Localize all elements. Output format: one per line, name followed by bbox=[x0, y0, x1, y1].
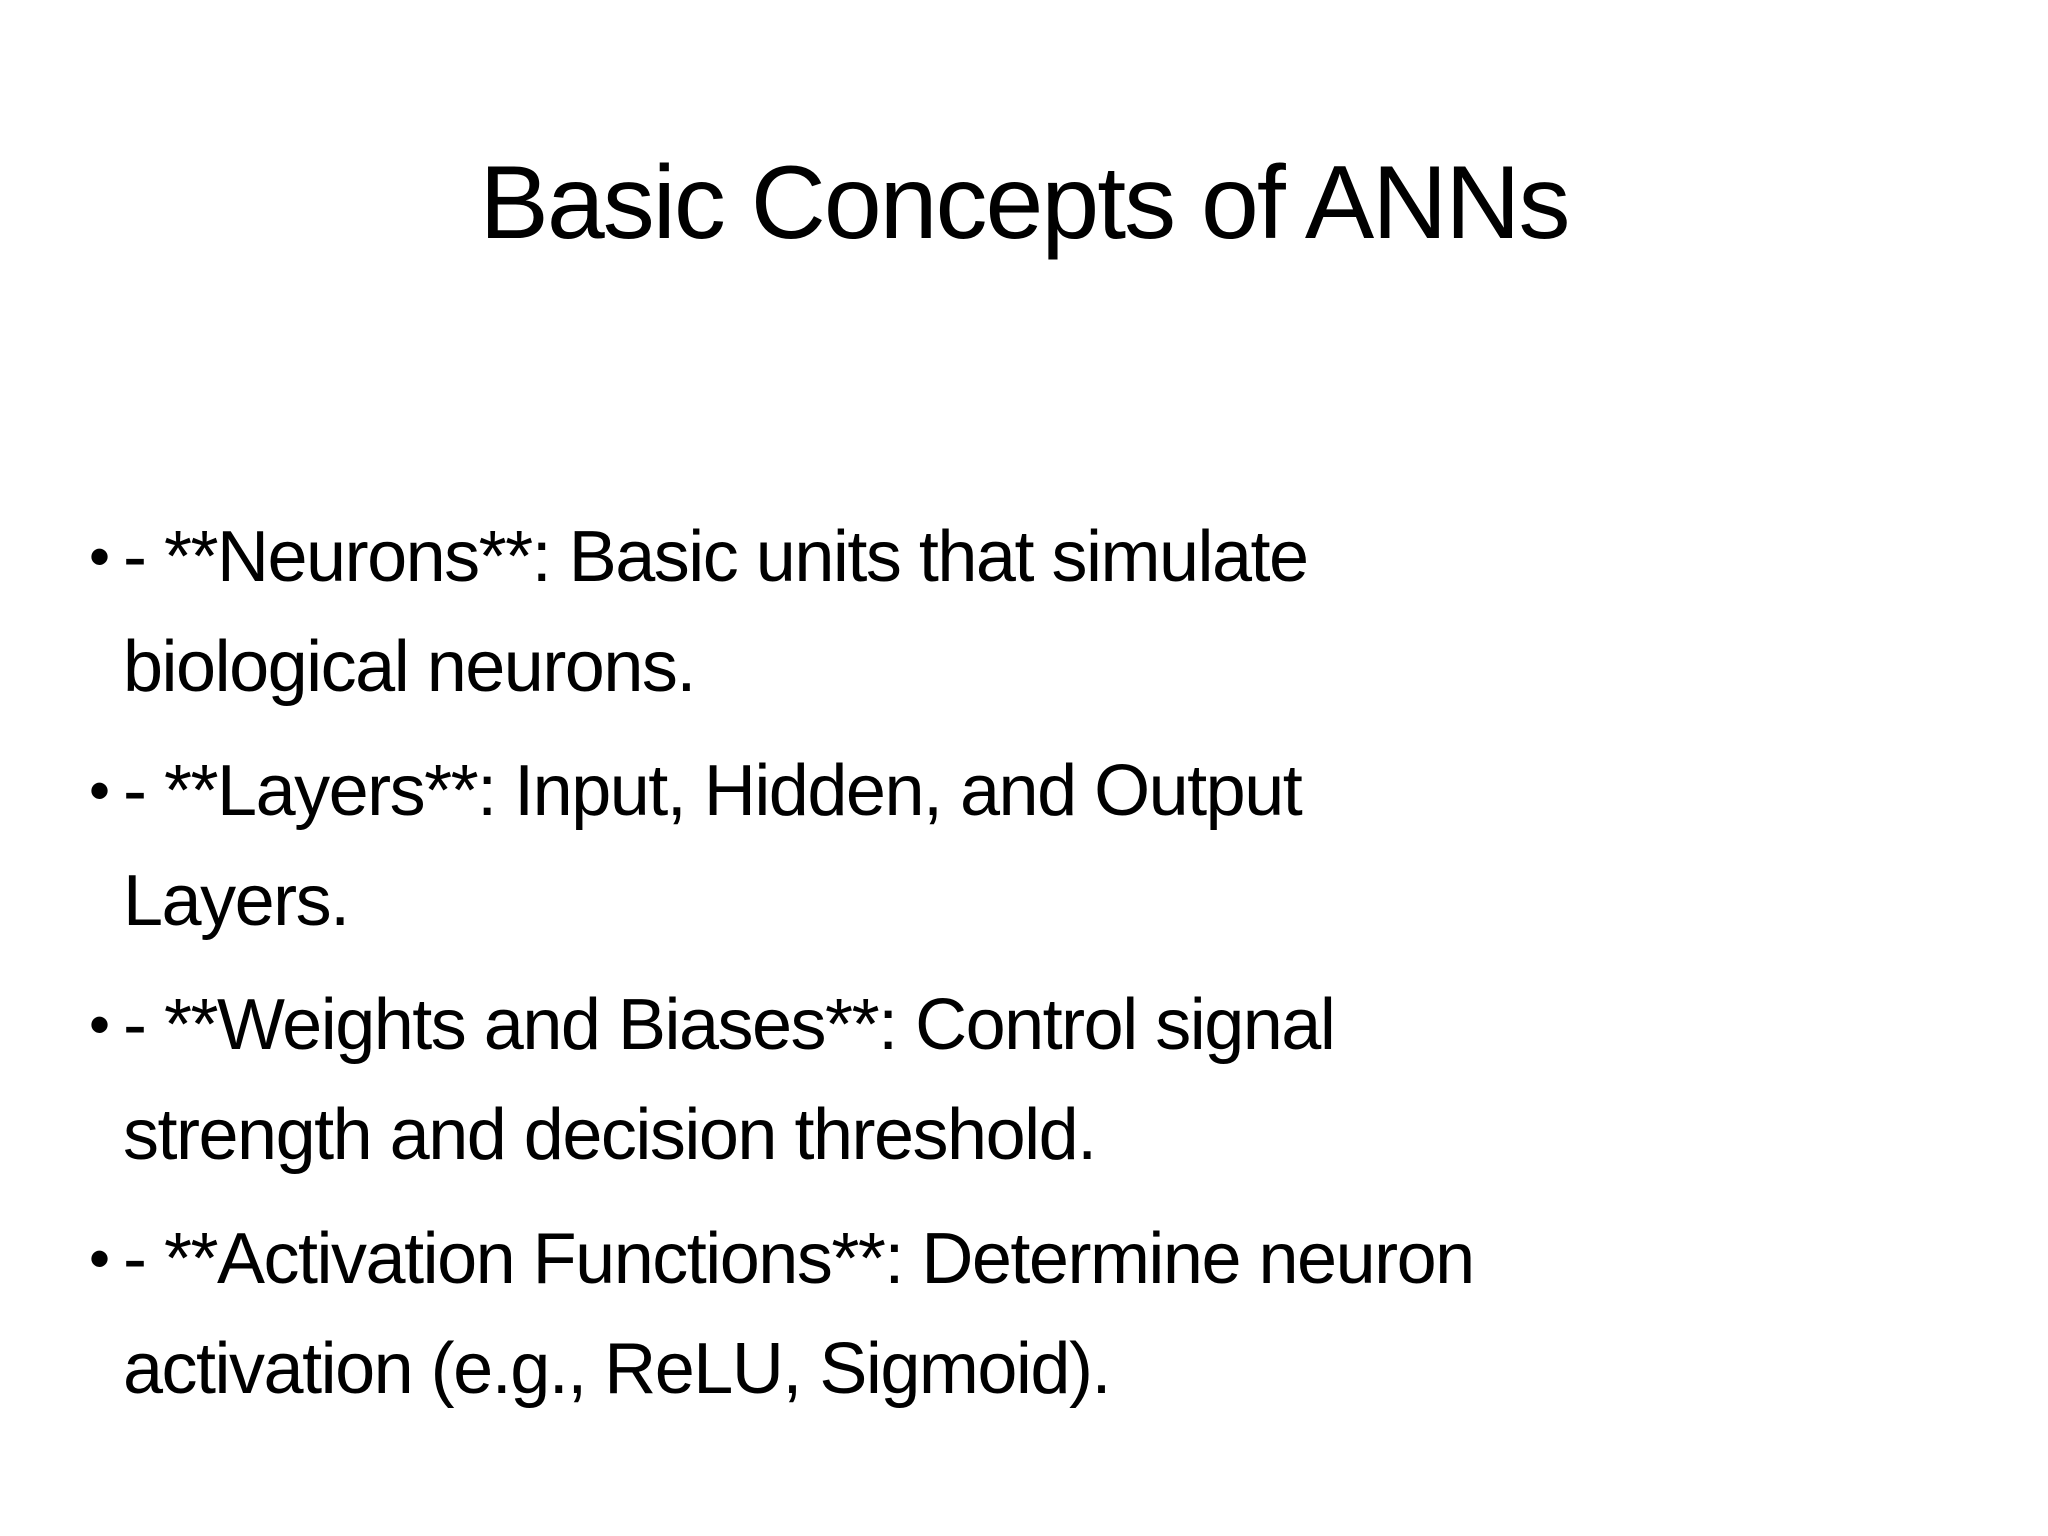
bullet-line: - **Activation Functions**: Determine ne… bbox=[123, 1219, 1475, 1299]
slide-title: Basic Concepts of ANNs bbox=[479, 145, 1571, 261]
bullet-line: - **Weights and Biases**: Control signal bbox=[123, 985, 1336, 1065]
bullet-marker-icon: • bbox=[89, 523, 110, 590]
bullet-marker-icon: • bbox=[89, 757, 110, 824]
bullet-marker-icon: • bbox=[89, 1225, 110, 1292]
bullet-item-activation-functions: • - **Activation Functions**: Determine … bbox=[89, 1204, 1955, 1424]
bullet-line: Layers. bbox=[123, 861, 350, 941]
bullet-item-weights-biases: • - **Weights and Biases**: Control sign… bbox=[89, 970, 1955, 1190]
bullet-line: strength and decision threshold. bbox=[123, 1095, 1097, 1175]
bullet-line: - **Neurons**: Basic units that simulate bbox=[123, 517, 1309, 597]
bullet-line: activation (e.g., ReLU, Sigmoid). bbox=[123, 1329, 1111, 1409]
bullet-marker-icon: • bbox=[89, 991, 110, 1058]
bullet-line: biological neurons. bbox=[123, 627, 696, 707]
bullet-list: • - **Neurons**: Basic units that simula… bbox=[89, 502, 1955, 1424]
bullet-line: - **Layers**: Input, Hidden, and Output bbox=[123, 751, 1303, 831]
bullet-item-layers: • - **Layers**: Input, Hidden, and Outpu… bbox=[89, 736, 1955, 956]
bullet-item-neurons: • - **Neurons**: Basic units that simula… bbox=[89, 502, 1955, 722]
